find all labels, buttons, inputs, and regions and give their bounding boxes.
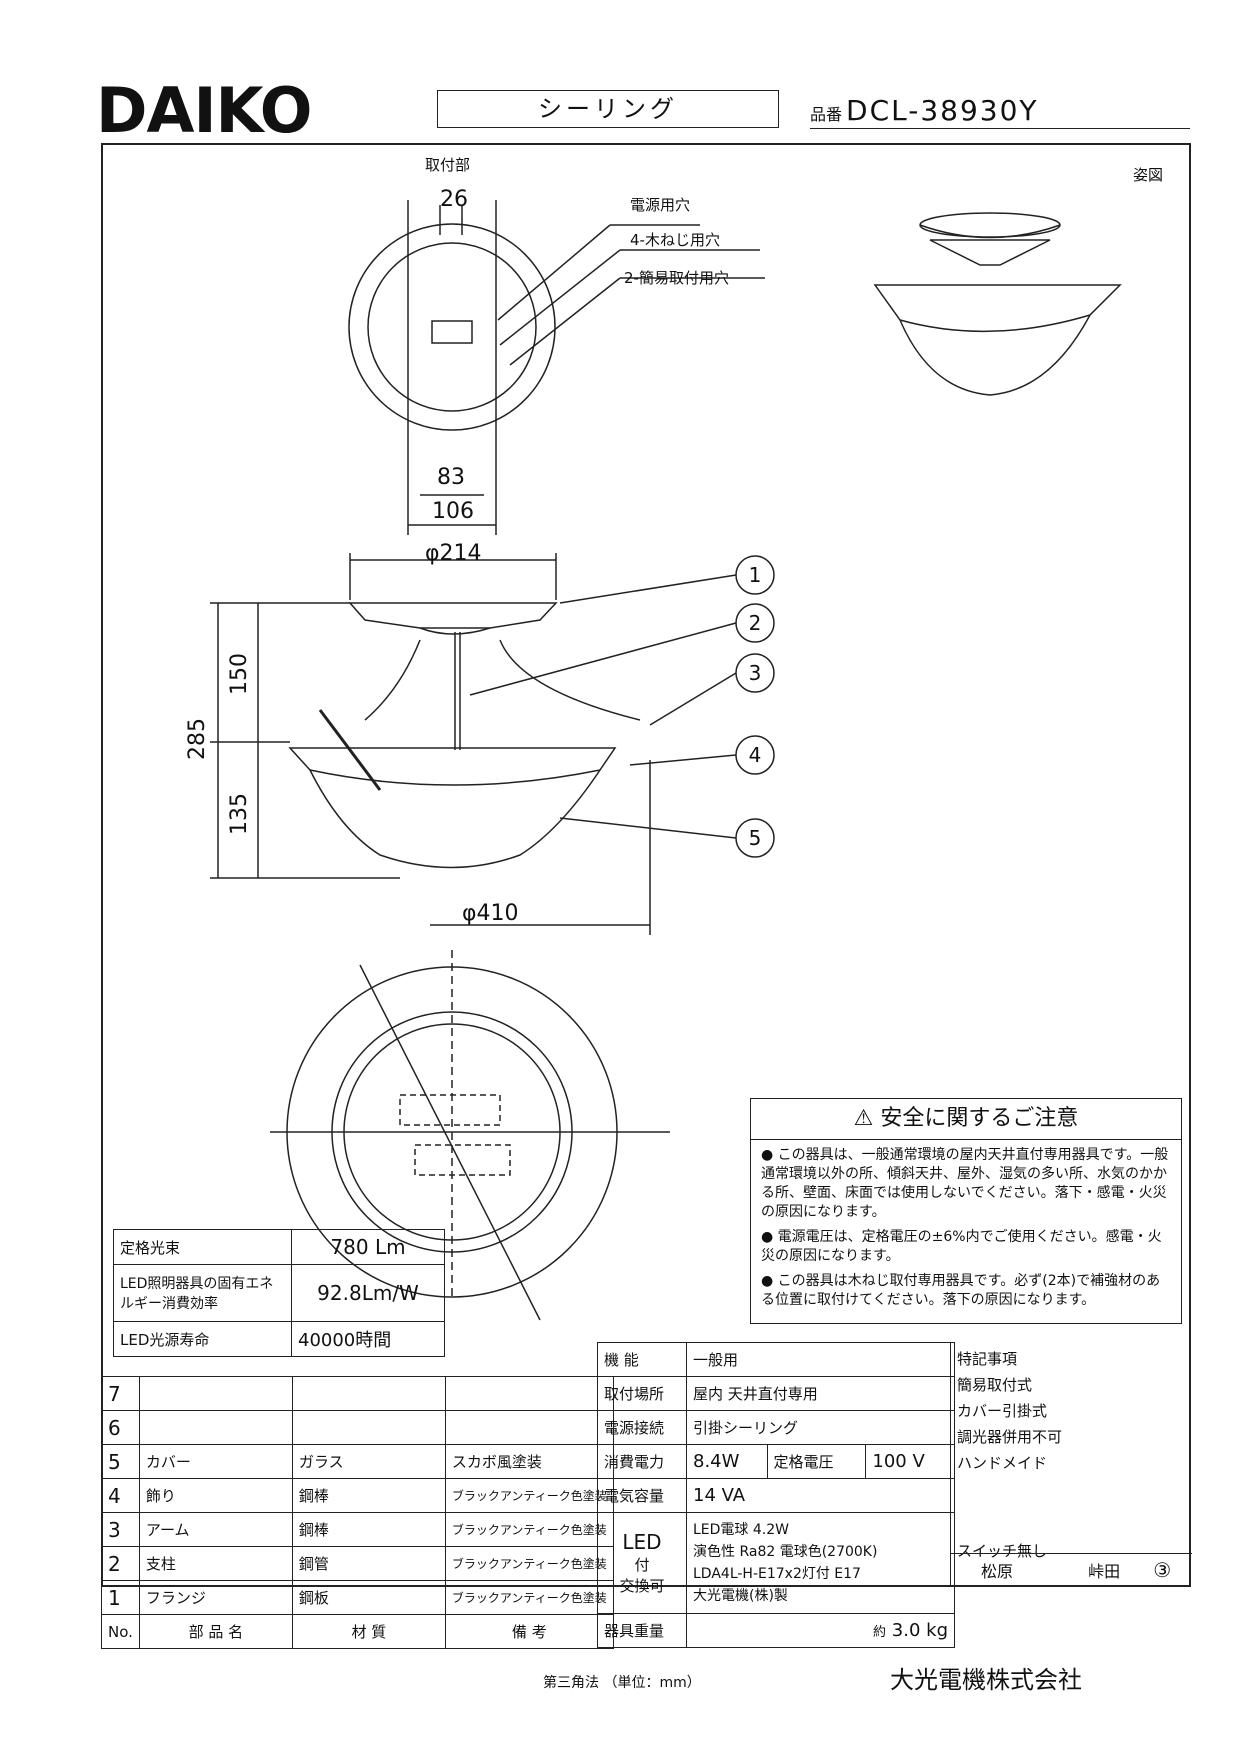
model-number: DCL-38930Y: [846, 94, 1039, 127]
notes-title: 特記事項: [957, 1350, 1018, 1368]
dim-410: φ410: [462, 901, 519, 926]
signature-row: 松原 峠田 ③: [951, 1553, 1192, 1587]
safety-title: ⚠ 安全に関するご注意: [751, 1099, 1181, 1140]
mount-outer-circle: [348, 223, 556, 431]
dim-150: 150: [227, 653, 252, 695]
product-type: シーリング: [538, 95, 678, 123]
mount-label: 取付部: [425, 156, 470, 174]
company-name: 大光電機株式会社: [890, 1666, 1082, 1694]
lum-value: 780 Lm: [291, 1229, 445, 1265]
perspective-shade: [873, 284, 1122, 396]
table-row: 6: [101, 1410, 614, 1445]
lum-value: 92.8Lm/W: [291, 1264, 445, 1322]
safety-note-3: ● この器具は木ねじ取付専用器具です。必ず(2本)で補強材のある位置に取付けてく…: [761, 1273, 1161, 1308]
balloon-1: 1: [749, 563, 762, 587]
brand-logo: DAIKO: [96, 74, 312, 147]
safety-note-1: ● この器具は、一般通常環境の屋内天井直付専用器具です。一般通常環境以外の所、傾…: [761, 1147, 1169, 1220]
perspective-label: 姿図: [1133, 166, 1163, 184]
callout-power-hole: 電源用穴: [630, 196, 690, 214]
special-notes: 特記事項 簡易取付式 カバー引掛式 調光器併用不可 ハンドメイド スイッチ無し …: [950, 1342, 1192, 1587]
lum-label: LED光源寿命: [113, 1321, 292, 1357]
shade-outline: [288, 747, 617, 869]
switch-note: スイッチ無し: [957, 1542, 1048, 1560]
balloon-2: 2: [749, 611, 762, 635]
warning-icon: ⚠: [853, 1106, 881, 1131]
dim-26: 26: [440, 187, 468, 212]
table-row: 7: [101, 1376, 614, 1411]
projection-note: 第三角法 （単位：mm）: [543, 1675, 701, 1691]
balloon-4: 4: [749, 743, 762, 767]
lum-label: LED照明器具の固有エネルギー消費効率: [113, 1264, 292, 1322]
callout-simple-mount: 2-簡易取付用穴: [624, 269, 729, 287]
flange-outline: [348, 602, 558, 629]
parts-header-row: No.部 品 名材 質備 考: [101, 1614, 614, 1649]
balloon-5: 5: [749, 826, 762, 850]
dim-214: φ214: [425, 541, 482, 566]
dim-83: 83: [437, 465, 465, 490]
safety-note-2: ● 電源電圧は、定格電圧の±6%内でご使用ください。感電・火災の原因になります。: [761, 1229, 1162, 1264]
dim-135: 135: [227, 793, 252, 835]
safety-notice: ⚠ 安全に関するご注意 ● この器具は、一般通常環境の屋内天井直付専用器具です。…: [750, 1098, 1182, 1324]
model-prefix: 品番: [810, 105, 843, 124]
callout-wood-screw: 4-木ねじ用穴: [630, 231, 720, 249]
product-type-box: シーリング: [437, 90, 779, 128]
balloon-3: 3: [749, 661, 762, 685]
dim-106: 106: [432, 499, 474, 524]
dim-285: 285: [185, 718, 210, 760]
lum-value: 40000時間: [291, 1321, 445, 1357]
lum-label: 定格光束: [113, 1229, 292, 1265]
